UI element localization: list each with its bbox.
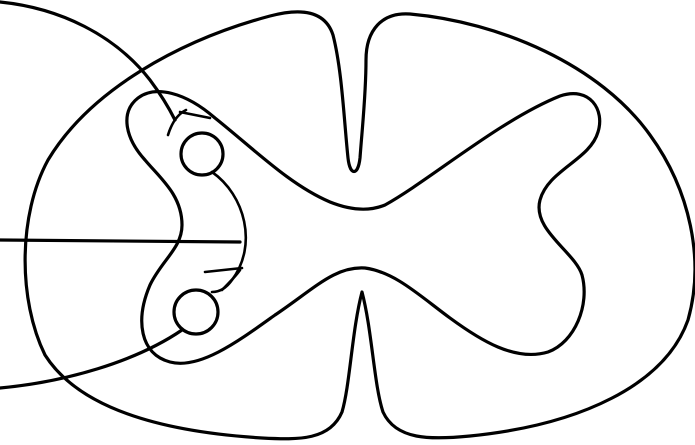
top-pointer-line [0,2,175,120]
dorsal-to-ventral-arc [212,172,246,292]
bottom-pointer-line [0,330,182,388]
upper-circle-structure [181,133,223,175]
cord-outer-boundary [25,12,695,439]
middle-pointer-line [0,240,240,242]
lower-circle-structure [174,290,218,334]
upper-fiber-ticks [168,110,210,135]
